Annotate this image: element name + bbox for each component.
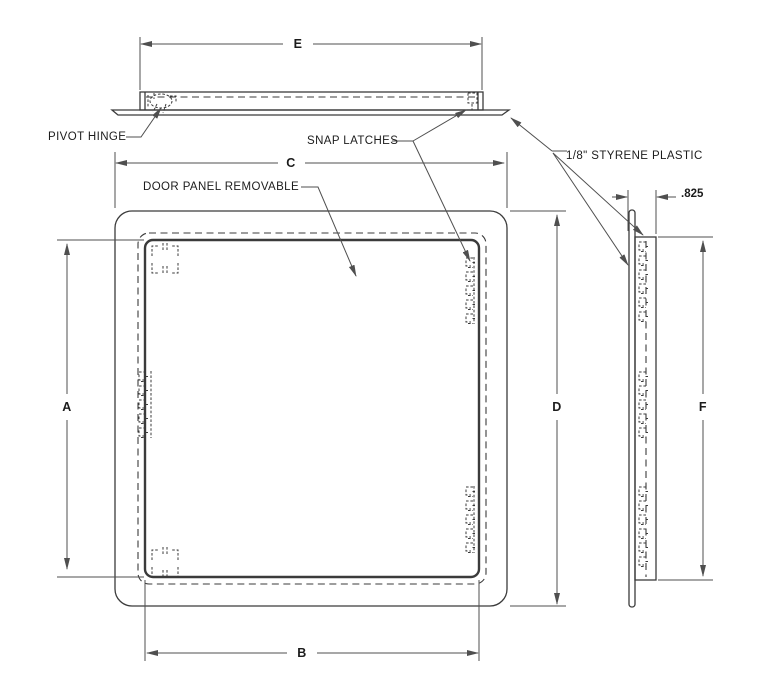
front-view-hidden-frame-opening [137,232,487,585]
front-view-right-bottom-latch-hardware [465,486,476,553]
dim-label-b: B [297,646,307,660]
side-view-top-hardware [638,241,649,322]
front-view-right-top-latch-hardware [465,257,476,324]
door-panel-removable-leader [301,186,357,277]
dimension-a [57,239,144,578]
dimension-c [114,152,508,208]
front-view-bottom-left-hinge-hardware [151,546,179,579]
side-view [628,209,657,608]
front-view-top-left-hinge-hardware [151,242,179,275]
dim-label-a: A [62,400,72,414]
top-view-snap-latch-hardware [467,92,478,110]
top-view-frame-body [139,91,484,111]
dimension-825 [612,190,676,234]
front-view-left-middle-hardware [138,371,152,438]
dimension-b [144,580,480,661]
pivot-hinge-leader [126,107,162,138]
side-view-frame-body [634,236,657,581]
dimension-e [139,37,483,90]
side-view-bottom-hardware [638,486,649,567]
side-view-middle-hardware [638,371,649,438]
dimension-d [510,210,566,607]
dimension-f [658,236,713,581]
styrene-plastic-label: 1/8" STYRENE PLASTIC [566,150,703,162]
snap-latches-label: SNAP LATCHES [307,135,399,147]
dim-label-f: F [698,400,708,414]
pivot-hinge-label: PIVOT HINGE [48,131,127,143]
side-view-styrene-flange [628,209,636,608]
frame-depth-value: .825 [681,188,704,200]
dim-label-e: E [293,37,303,51]
front-view [114,210,508,607]
snap-latches-leader [392,109,471,262]
top-view [110,91,512,116]
dim-label-d: D [552,400,562,414]
dim-label-c: C [286,156,296,170]
top-view-flange-plate [110,109,512,116]
door-panel-removable-label: DOOR PANEL REMOVABLE [143,181,300,193]
front-view-door-panel [143,238,481,579]
styrene-plastic-leader [510,117,644,266]
front-view-outer-flange [114,210,508,607]
